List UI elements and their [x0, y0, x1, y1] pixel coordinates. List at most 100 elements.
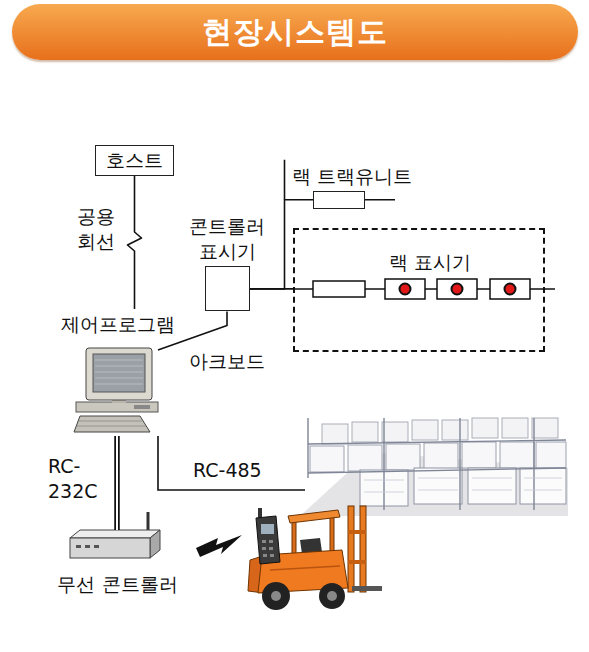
- handheld-scanner: [270, 554, 274, 557]
- wireless-bolt: [196, 535, 242, 557]
- rack-photo: [468, 468, 516, 504]
- connector-label: 아크보드: [189, 349, 265, 374]
- rack-photo: [520, 468, 566, 504]
- router-body: [70, 538, 150, 558]
- forklift: [348, 560, 366, 564]
- computer-illustration: [95, 366, 143, 367]
- rack-photo: [322, 424, 348, 444]
- rack-display-chain: [505, 284, 516, 295]
- router-body: [70, 530, 160, 538]
- connector-label: 공용 회선: [77, 204, 121, 253]
- rack-photo: [524, 478, 562, 479]
- router-body: [85, 545, 90, 548]
- double-line-connector: [117, 436, 118, 530]
- rack-photo: [424, 443, 458, 469]
- handheld-scanner: [261, 524, 274, 534]
- controller-display: 콘트롤러 표시기: [184, 214, 270, 311]
- rack-photo: [472, 478, 512, 479]
- signal-label: RC-485: [193, 458, 262, 483]
- forklift: [319, 583, 345, 609]
- host-box: 호스트: [95, 145, 174, 176]
- router-body: [76, 545, 99, 548]
- connector-line: [250, 288, 294, 290]
- rack-photo: [386, 444, 420, 470]
- line-connector: [250, 200, 314, 289]
- double-line-inner: [116, 436, 118, 530]
- rack-photo: [532, 418, 558, 438]
- rack-photo: [300, 418, 568, 516]
- wireless-controller: 무선 콘트롤러: [45, 572, 190, 597]
- title-banner: 현장시스템도: [12, 4, 578, 60]
- handheld-scanner: [262, 547, 266, 550]
- computer-illustration: [77, 426, 146, 427]
- rack-photo: [412, 420, 438, 440]
- rack-photo: [308, 418, 566, 510]
- connector-line: [128, 176, 142, 309]
- rack-photo: [307, 418, 308, 478]
- router-body: [70, 530, 160, 558]
- track-unit: 랙 트랙유니트: [292, 164, 412, 209]
- rack-photo: [310, 446, 344, 472]
- rack-photo: [462, 442, 496, 468]
- rack-photo: [364, 478, 562, 492]
- handheld-scanner: [256, 516, 280, 564]
- rack-photo: [364, 492, 404, 493]
- rack-photo: [418, 478, 458, 479]
- line-connector: [250, 288, 294, 289]
- rack-display-chain: [452, 284, 463, 295]
- rack-photo: [459, 418, 460, 510]
- connector-label: RC- 232C: [48, 454, 105, 503]
- router-body: [150, 530, 160, 558]
- rack-photo: [472, 418, 498, 438]
- computer-illustration: [134, 405, 150, 409]
- forklift: [330, 514, 334, 554]
- rack-photo: [352, 422, 378, 442]
- router-body: [76, 545, 81, 548]
- connector-line: [250, 200, 314, 289]
- controller-display-text: 콘트롤러 표시기: [184, 214, 270, 263]
- rack-photo: [418, 490, 458, 491]
- controller-box: [205, 266, 250, 311]
- computer-illustration: [77, 421, 146, 426]
- title-text: 현장시스템도: [202, 14, 388, 49]
- rack-photo: [472, 490, 512, 491]
- rack-photo: [414, 468, 462, 504]
- rack-photo: [360, 468, 566, 506]
- rack-photo: [536, 442, 566, 468]
- computer-illustration: [93, 354, 145, 392]
- handheld-scanner: [262, 540, 266, 543]
- rack-photo: [533, 418, 534, 510]
- rack-photo: [308, 468, 566, 473]
- rack-photo: [382, 422, 408, 442]
- rack-photo: [500, 442, 534, 468]
- computer-illustration: [79, 421, 142, 422]
- handheld-scanner: [269, 540, 273, 543]
- handheld-scanner: [263, 554, 267, 557]
- forklift: [348, 530, 366, 534]
- handheld-scanner: [269, 547, 273, 550]
- wireless-bolt: [196, 535, 242, 557]
- rack-display-chain: [385, 279, 425, 299]
- handheld-scanner: [256, 508, 280, 564]
- forklift: [288, 510, 340, 523]
- host-box-text: 호스트: [106, 148, 163, 173]
- track-unit-text: 랙 트랙유니트: [292, 164, 412, 189]
- wireless-controller-text: 무선 콘트롤러: [45, 572, 190, 597]
- computer-illustration: [95, 378, 143, 379]
- handheld-scanner: [262, 540, 274, 557]
- rack-photo: [364, 480, 404, 481]
- forklift: [348, 506, 354, 592]
- control-program-text: 제어프로그램: [45, 312, 190, 337]
- computer-illustration: [86, 348, 152, 400]
- forklift: [352, 586, 382, 591]
- computer-illustration: [72, 346, 164, 434]
- rack-display-chain: [400, 284, 411, 295]
- rack-display-chain: [293, 274, 555, 304]
- line-connector: [128, 176, 142, 309]
- track-unit-box: [313, 191, 365, 209]
- forklift: [327, 591, 337, 601]
- rack-display-chain: [490, 279, 530, 299]
- rack-display-group: 랙 표시기: [293, 228, 545, 352]
- rack-display-chain: [313, 281, 365, 297]
